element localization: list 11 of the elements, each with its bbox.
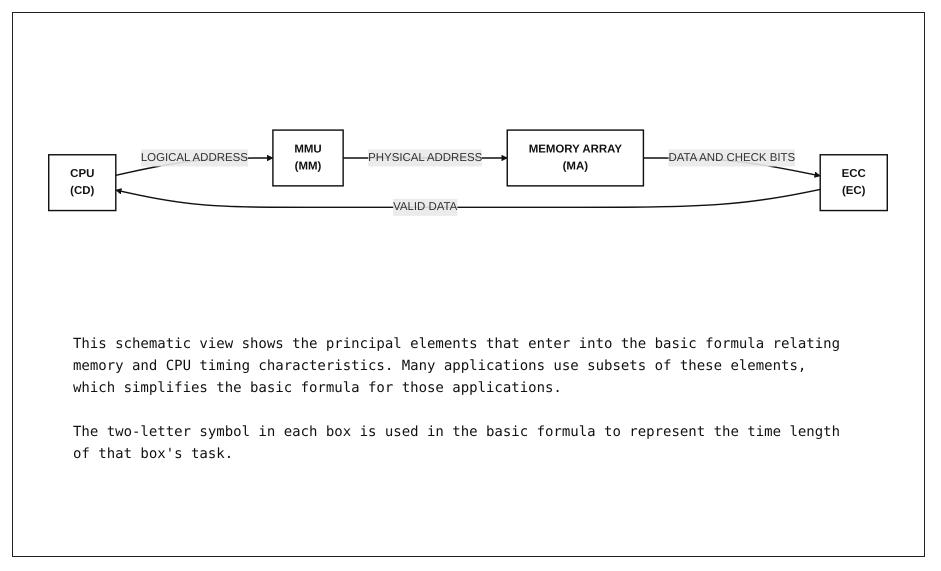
- edge-label: DATA AND CHECK BITS: [668, 152, 796, 164]
- edge-label: PHYSICAL ADDRESS: [368, 152, 482, 164]
- caption-paragraph: This schematic view shows the principal elements that enter into the basic formula relating memory and CPU timing characteristics. Many applications use subsets of these elements, which simplifies the basic formula for those applications.: [73, 335, 842, 398]
- node-box: MEMORY ARRAY (MA): [506, 129, 644, 187]
- node-box: ECC (EC): [820, 154, 888, 212]
- arrow: [116, 188, 820, 208]
- note-paragraph: The two-letter symbol in each box is used in the basic formula to represent the time length of that box's task.: [73, 423, 842, 464]
- node-box: MMU (MM): [272, 129, 344, 187]
- edge-label: LOGICAL ADDRESS: [140, 152, 248, 164]
- edge-label: VALID DATA: [393, 200, 458, 214]
- node-box: CPU (CD): [48, 154, 116, 212]
